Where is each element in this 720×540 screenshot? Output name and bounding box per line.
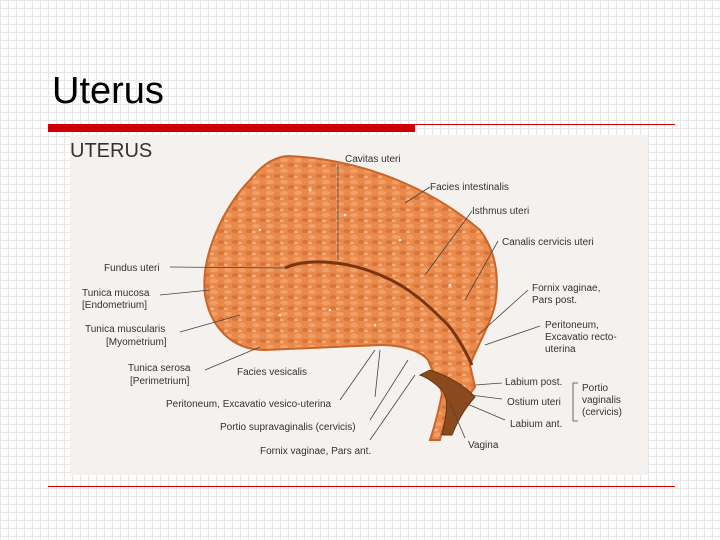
label-vagina: Vagina	[468, 440, 499, 451]
label-ostium-uteri: Ostium uteri	[507, 397, 561, 408]
label-peritoneum-recto-line1: Peritoneum,	[545, 320, 599, 331]
title-rule-line	[415, 124, 675, 125]
label-fornix-post-line1: Fornix vaginae,	[532, 283, 600, 294]
label-peritoneum-recto-line3: uterina	[545, 344, 576, 355]
tissue-dots	[258, 188, 452, 327]
label-myometrium: [Myometrium]	[106, 337, 167, 348]
footer-rule-line	[48, 486, 675, 487]
label-facies-intestinalis: Facies intestinalis	[430, 182, 509, 193]
label-tunica-serosa: Tunica serosa	[128, 363, 191, 374]
label-labium-ant: Labium ant.	[510, 419, 562, 430]
label-tunica-muscularis: Tunica muscularis	[85, 324, 165, 335]
title-accent-bar	[48, 124, 415, 132]
uterine-cavity	[284, 260, 474, 366]
label-portio-vaginalis-line2: vaginalis	[582, 395, 621, 406]
label-isthmus-uteri: Isthmus uteri	[472, 206, 529, 217]
vagina-shape	[418, 369, 476, 436]
label-peritoneum-vesico: Peritoneum, Excavatio vesico-uterina	[166, 399, 332, 410]
label-facies-vesicalis: Facies vesicalis	[237, 367, 307, 378]
label-portio-supravaginalis: Portio supravaginalis (cervicis)	[220, 422, 356, 433]
label-fundus-uteri: Fundus uteri	[104, 263, 160, 274]
label-canalis-cervicis: Canalis cervicis uteri	[502, 237, 594, 248]
label-perimetrium: [Perimetrium]	[130, 376, 190, 387]
label-portio-vaginalis-line1: Portio	[582, 383, 609, 394]
slide-title: Uterus	[52, 70, 164, 112]
figure-heading: UTERUS	[70, 140, 152, 162]
label-tunica-mucosa: Tunica mucosa	[82, 288, 150, 299]
uterus-figure: UTERUS	[70, 135, 648, 475]
label-portio-vaginalis-line3: (cervicis)	[582, 407, 622, 418]
label-labium-post: Labium post.	[505, 377, 562, 388]
label-fornix-post-line2: Pars post.	[532, 295, 577, 306]
label-fornix-ant: Fornix vaginae, Pars ant.	[260, 446, 371, 457]
label-peritoneum-recto-line2: Excavatio recto-	[545, 332, 617, 343]
leader-lines	[159, 164, 578, 441]
uterus-diagram: UTERUS	[70, 140, 622, 457]
uterus-body	[203, 154, 498, 441]
label-cavitas-uteri: Cavitas uteri	[345, 154, 401, 165]
label-endometrium: [Endometrium]	[82, 300, 147, 311]
